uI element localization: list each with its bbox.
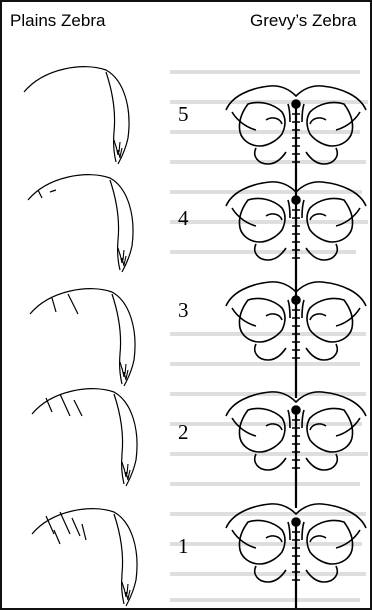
plains-rump-icon-5 <box>24 67 129 164</box>
score-label-5: 5 <box>178 102 189 127</box>
grevy-rump-icon-2 <box>226 392 366 508</box>
score-label-4: 4 <box>178 206 189 231</box>
grevy-rump-icon-4 <box>226 182 366 298</box>
plains-rump-icon-4 <box>28 175 133 272</box>
plains-rump-icon-1 <box>32 509 137 606</box>
score-label-1: 1 <box>178 534 189 559</box>
grevy-rump-icon-3 <box>226 282 366 398</box>
plains-rump-icon-2 <box>32 389 137 486</box>
grevy-rump-icon-1 <box>226 504 366 608</box>
plains-rump-icon-3 <box>30 289 135 386</box>
score-label-2: 2 <box>178 420 189 445</box>
grevy-rump-icon-5 <box>226 86 366 202</box>
score-label-3: 3 <box>178 298 189 323</box>
